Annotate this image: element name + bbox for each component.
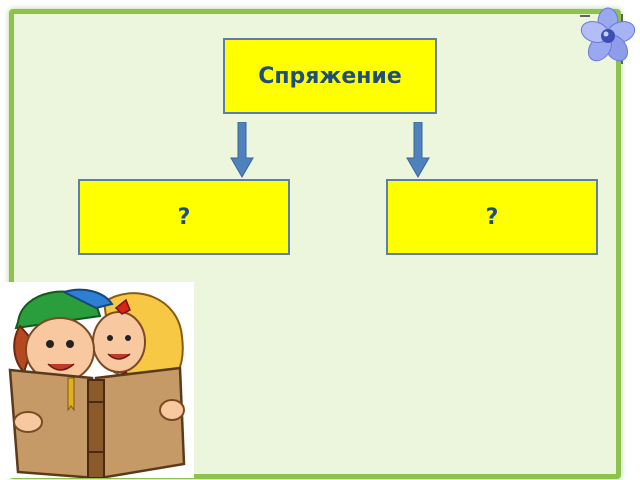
left-child-box: ? <box>78 179 290 255</box>
root-label: Спряжение <box>258 63 402 89</box>
root-box: Спряжение <box>223 38 437 114</box>
arrow-down-icon <box>230 122 254 178</box>
right-child-label: ? <box>485 204 499 230</box>
children-reading-illustration <box>4 282 194 478</box>
flower-icon <box>580 7 636 64</box>
right-child-box: ? <box>386 179 598 255</box>
arrow-down-icon <box>406 122 430 178</box>
left-child-label: ? <box>177 204 191 230</box>
